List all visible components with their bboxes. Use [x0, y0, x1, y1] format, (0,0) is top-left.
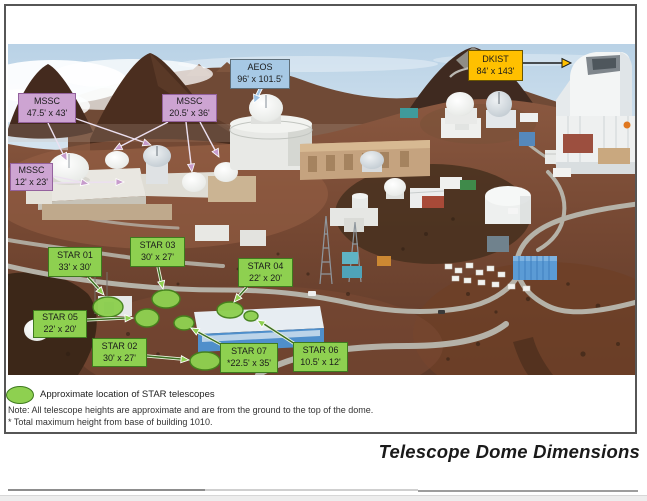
label-star-01: STAR 01 33' x 30': [48, 247, 102, 277]
label-title: STAR 02: [101, 340, 138, 351]
label-title: STAR 07: [231, 346, 267, 357]
label-title: AEOS: [247, 62, 273, 73]
label-title: MSSC: [176, 96, 203, 107]
label-dims: 96' x 101.5': [237, 74, 283, 84]
label-star-03: STAR 03 30' x 27': [130, 237, 185, 267]
label-mssc-20: MSSC 20.5' x 36': [162, 94, 217, 122]
label-title: STAR 03: [139, 240, 176, 251]
label-title: DKIST: [482, 53, 509, 64]
window-bottom-strip: [0, 495, 647, 501]
label-dims: 22' x 20': [249, 272, 282, 283]
label-dkist: DKIST 84' x 143': [468, 50, 523, 81]
label-title: STAR 04: [247, 260, 284, 271]
label-dims: 30' x 27': [103, 352, 136, 363]
label-mssc-47: MSSC 47.5' x 43': [18, 93, 76, 123]
label-dims: 22' x 20': [43, 324, 77, 334]
figure-caption: Telescope Dome Dimensions: [378, 441, 640, 462]
label-title: MSSC: [18, 165, 45, 176]
label-title: STAR 06: [302, 345, 339, 356]
label-dims: 12' x 23': [15, 177, 48, 187]
label-star-04: STAR 04 22' x 20': [238, 258, 293, 287]
label-star-02: STAR 02 30' x 27': [92, 338, 147, 367]
label-star-07: STAR 07 *22.5' x 35': [220, 343, 278, 373]
label-title: MSSC: [33, 96, 60, 107]
legend-star-ellipse: [6, 386, 34, 404]
label-dims: 33' x 30': [58, 262, 92, 272]
note-line-1: Note: All telescope heights are approxim…: [8, 405, 374, 415]
label-mssc-12: MSSC 12' x 23': [10, 163, 53, 191]
label-star-05: STAR 05 22' x 20': [33, 310, 87, 338]
divider-segment-middle: [205, 489, 418, 491]
note-line-2: * Total maximum height from base of buil…: [8, 417, 213, 427]
label-dims: 30' x 27': [141, 252, 174, 262]
divider-segment-right: [418, 490, 638, 492]
label-star-06: STAR 06 10.5' x 12': [293, 342, 348, 372]
label-dims: 47.5' x 43': [26, 108, 68, 118]
label-title: STAR 01: [57, 250, 93, 261]
label-dims: *22.5' x 35': [227, 358, 271, 368]
label-title: STAR 05: [42, 312, 78, 323]
divider-segment-left: [8, 489, 205, 491]
label-dims: 10.5' x 12': [300, 357, 341, 367]
label-dims: 20.5' x 36': [169, 108, 210, 118]
observatory-site-photo: [8, 44, 637, 375]
label-aeos: AEOS 96' x 101.5': [230, 59, 290, 89]
label-dims: 84' x 143': [476, 65, 515, 76]
legend-text: Approximate location of STAR telescopes: [40, 389, 215, 400]
